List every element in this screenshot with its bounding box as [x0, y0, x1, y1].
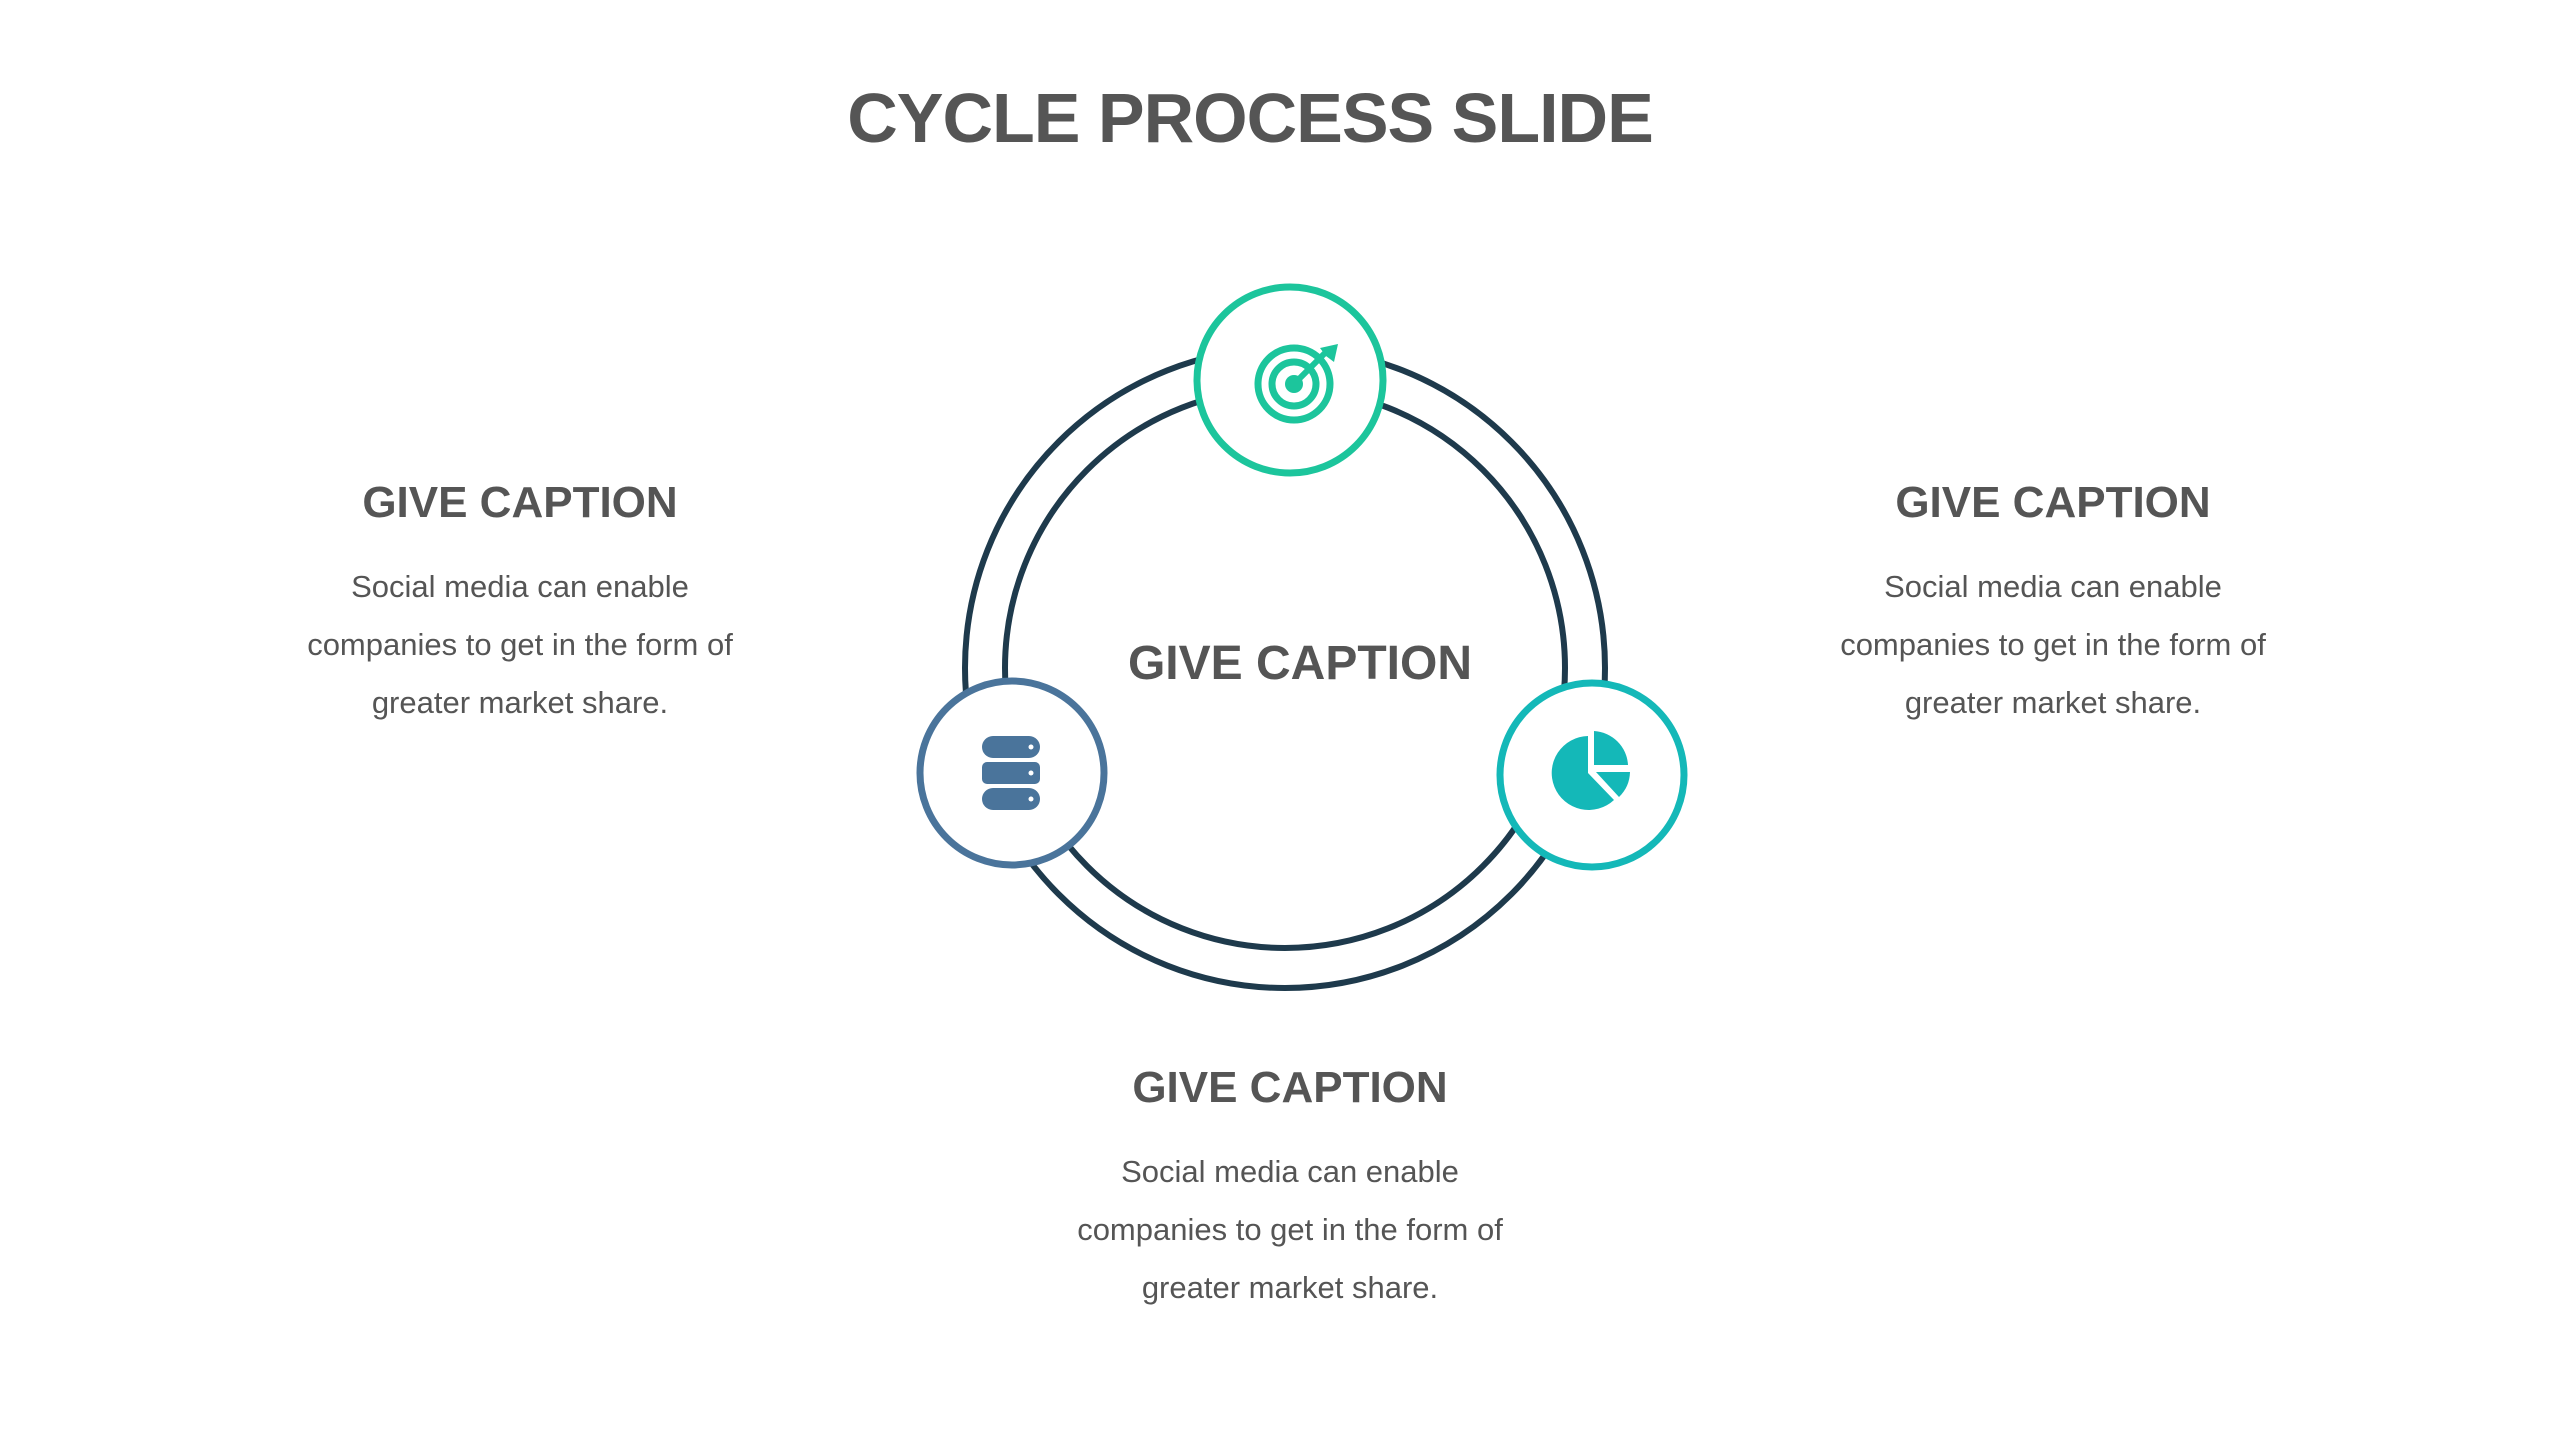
caption-right-text: Social media can enable companies to get…: [1793, 558, 2313, 732]
caption-bottom-text: Social media can enable companies to get…: [1030, 1143, 1550, 1317]
caption-line: companies to get in the form of: [307, 627, 733, 662]
caption-line: companies to get in the form of: [1077, 1212, 1503, 1247]
pie-chart-icon: [1551, 731, 1630, 810]
caption-line: Social media can enable: [1121, 1154, 1459, 1189]
caption-line: Social media can enable: [1884, 569, 2222, 604]
caption-left-title: GIVE CAPTION: [362, 478, 678, 527]
caption-right-title: GIVE CAPTION: [1895, 478, 2211, 527]
center-caption: GIVE CAPTION: [1127, 637, 1473, 690]
slide-title: CYCLE PROCESS SLIDE: [847, 79, 1654, 157]
caption-bottom-title: GIVE CAPTION: [1132, 1063, 1448, 1112]
caption-right: GIVE CAPTION Social media can enable com…: [1793, 478, 2313, 732]
caption-line: companies to get in the form of: [1840, 627, 2266, 662]
caption-line: greater market share.: [1904, 685, 2202, 720]
database-icon: [982, 736, 1040, 810]
node-target: [1193, 283, 1387, 477]
caption-line: Social media can enable: [351, 569, 689, 604]
node-database: [916, 677, 1108, 869]
caption-left: GIVE CAPTION Social media can enable com…: [260, 478, 780, 732]
node-pie-chart: [1496, 679, 1688, 871]
caption-line: greater market share.: [1141, 1270, 1439, 1305]
caption-line: greater market share.: [371, 685, 669, 720]
target-icon: [1254, 344, 1338, 424]
caption-left-text: Social media can enable companies to get…: [260, 558, 780, 732]
caption-bottom: GIVE CAPTION Social media can enable com…: [1030, 1063, 1550, 1317]
